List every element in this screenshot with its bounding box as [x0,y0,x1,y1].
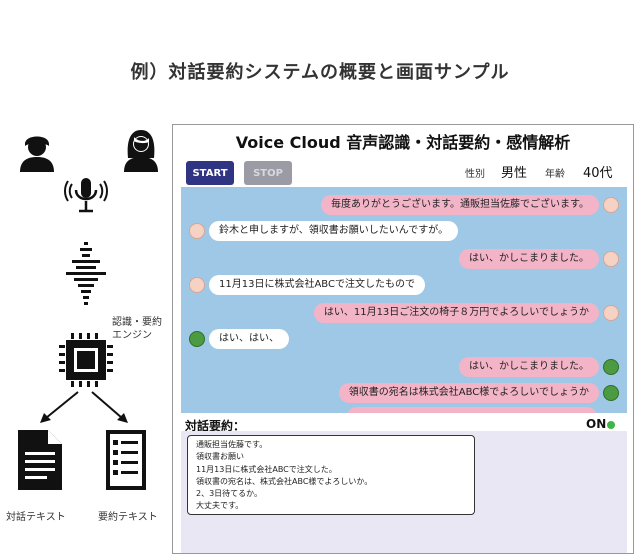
customer-bubble: 鈴木と申しますが、領収書お願いしたいんですが。 [209,221,459,241]
chat-message: はい、11月13日ご注文の椅子８万円でよろしいでしょうか [313,303,619,323]
operator-avatar [603,305,619,321]
summary-panel: 通販担当佐藤です。 領収書お願い 11月13日に株式会社ABCで注文した。 領収… [181,431,627,553]
operator-avatar [603,197,619,213]
engine-label: 認識・要約 エンジン [112,316,162,342]
operator-bubble: 毎度ありがとうございます。通販担当佐藤でございます。 [321,195,599,215]
operator-bubble: はい、かしこまりました。 [459,249,599,269]
customer-avatar [189,331,205,347]
operator-avatar [603,359,619,375]
chat-message: はい、かしこまりました。 [459,249,619,269]
operator-avatar [603,385,619,401]
gender-value: 男性 [501,166,528,181]
document-icon [18,430,62,490]
chat-message: 毎度ありがとうございます。通販担当佐藤でございます。 [321,195,619,215]
operator-bubble-partial [347,407,597,413]
customer-bubble: はい、はい、 [209,329,289,349]
gender-label: 性別 [465,169,485,180]
chat-message: 鈴木と申しますが、領収書お願いしたいんですが。 [189,221,459,241]
male-person-icon [20,136,54,172]
page-title: 例）対話要約システムの概要と画面サンプル [130,62,510,83]
age-label: 年齢 [545,169,565,180]
engine-label-line1: 認識・要約 [112,317,162,328]
system-illustration: 認識・要約 エンジン [0,120,170,557]
summary-line: 11月13日に株式会社ABCで注文した。 [196,464,337,474]
female-person-icon [124,130,158,172]
operator-bubble: はい、11月13日ご注文の椅子８万円でよろしいでしょうか [313,303,599,323]
chat-message: はい、かしこまりました。 [459,357,619,377]
summary-line: 領収書お願い [196,452,244,462]
customer-avatar [189,277,205,293]
chat-transcript[interactable]: 毎度ありがとうございます。通販担当佐藤でございます。 鈴木と申しますが、領収書お… [181,187,627,413]
operator-avatar [603,251,619,267]
chat-message-partial [347,407,597,413]
summary-line: 2、3日待てるか。 [196,489,263,499]
customer-avatar [189,223,205,239]
summary-line: 大丈夫です。 [196,501,244,511]
summary-line: 領収書の宛名は、株式会社ABC様でよろしいか。 [196,476,373,486]
age-value: 40代 [583,166,613,181]
app-title: Voice Cloud 音声認識・対話要約・感情解析 [235,133,571,152]
app-window: Voice Cloud 音声認識・対話要約・感情解析 START STOP 性別… [172,124,634,554]
split-arrows [40,391,128,423]
summary-status[interactable]: ON [586,417,607,431]
summary-text-caption: 要約テキスト [98,512,158,523]
summary-line: 通販担当佐藤です。 [196,440,268,449]
start-button[interactable]: START [186,161,234,185]
chat-message: 領収書の宛名は株式会社ABC様でよろしいでしょうか [338,383,619,403]
operator-bubble: 領収書の宛名は株式会社ABC様でよろしいでしょうか [338,383,599,403]
list-document-icon [106,430,146,490]
microphone-icon [64,178,108,213]
engine-label-line2: エンジン [112,330,152,341]
summary-label: 対話要約： [185,419,246,433]
chip-icon [59,333,113,387]
summary-textbox[interactable]: 通販担当佐藤です。 領収書お願い 11月13日に株式会社ABCで注文した。 領収… [187,435,475,515]
customer-bubble: 11月13日に株式会社ABCで注文したもので [209,275,425,295]
stop-button[interactable]: STOP [244,161,292,185]
dialogue-text-caption: 対話テキスト [6,512,66,523]
chat-message: はい、はい、 [189,329,289,349]
chat-message: 11月13日に株式会社ABCで注文したもので [189,275,425,295]
status-on-indicator [607,421,615,429]
operator-bubble: はい、かしこまりました。 [459,357,599,377]
waveform-icon [66,242,106,305]
